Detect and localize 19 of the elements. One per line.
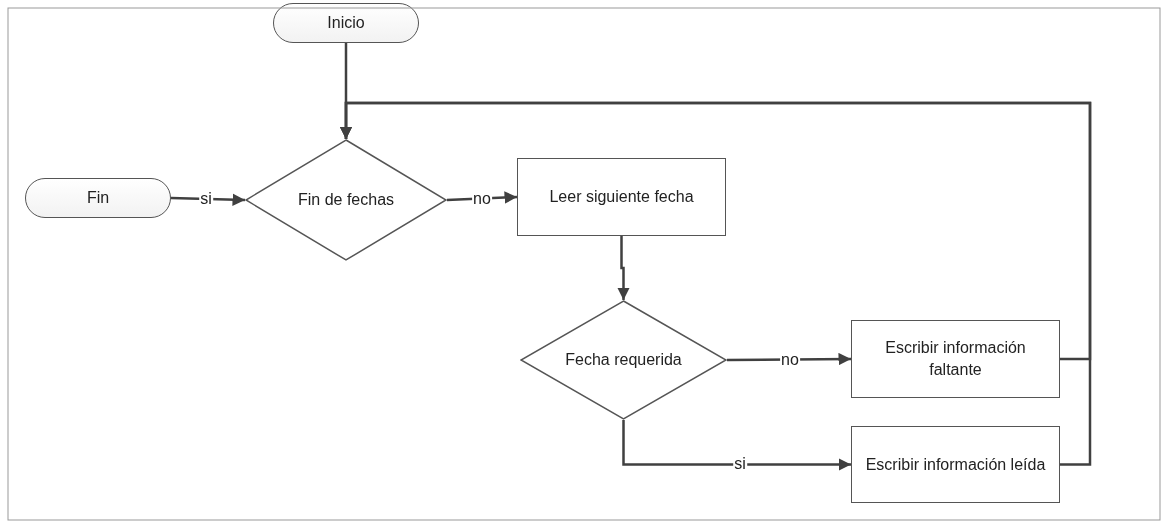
- node-label: Escribir información leída: [865, 454, 1046, 475]
- process-box: [517, 158, 726, 236]
- terminator-shape: [273, 3, 419, 43]
- node-label: Leer siguiente fecha: [549, 187, 694, 208]
- node-label: Fin: [86, 188, 110, 209]
- decision-diamond: [245, 139, 447, 261]
- node-label: Fecha requerida: [565, 350, 682, 371]
- arrow: [727, 352, 851, 366]
- process-box: [851, 320, 1060, 398]
- arrow: [617, 236, 630, 300]
- arrow: [339, 101, 1092, 466]
- node-label: Fin de fechas: [297, 190, 395, 211]
- node-label: Escribir información faltante: [884, 338, 1027, 380]
- decision-diamond: [520, 300, 727, 420]
- arrow: [170, 193, 246, 206]
- arrow: [622, 420, 851, 471]
- terminator-shape: [25, 178, 171, 218]
- process-box: [851, 426, 1060, 503]
- node-label: Inicio: [327, 13, 365, 34]
